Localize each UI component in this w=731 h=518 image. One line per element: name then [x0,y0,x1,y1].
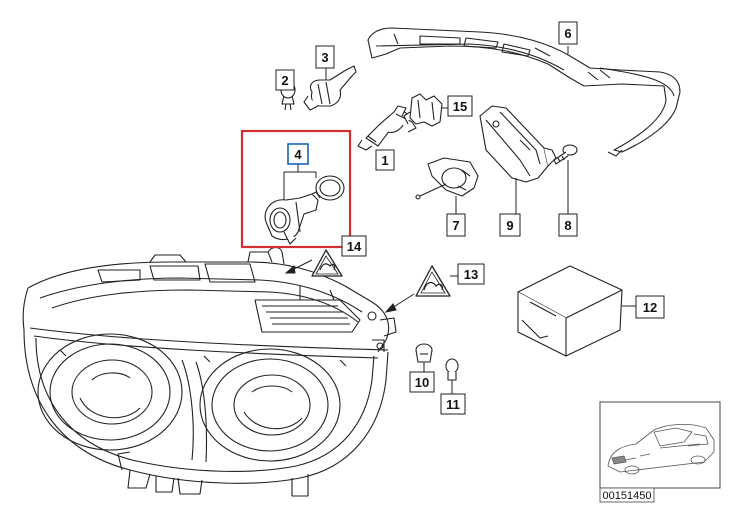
car-thumbnail [599,401,721,489]
clip-part-15 [403,93,443,127]
cover-strip-part-6 [367,27,681,157]
label-15-text: 15 [453,99,467,114]
igniter-part-7 [415,157,479,200]
label-8: 8 [558,213,578,237]
warning-triangle-part-13 [415,265,451,297]
label-8-text: 8 [564,218,571,233]
label-1: 1 [375,149,395,171]
bulb-part-11 [445,358,459,381]
xenon-bulb-part-1 [357,105,417,151]
label-10-text: 10 [415,375,429,390]
label-6-text: 6 [564,26,571,41]
label-3: 3 [315,45,335,69]
label-4-text: 4 [294,147,302,162]
label-14-text: 14 [347,239,362,254]
label-11-text: 11 [446,397,460,412]
label-13-text: 13 [464,267,478,282]
label-12-text: 12 [643,300,657,315]
label-6: 6 [558,21,578,45]
label-7-text: 7 [452,218,459,233]
label-11: 11 [440,393,466,415]
highlight-frame [240,129,352,249]
callout-bracket-4 [283,163,317,200]
label-4: 4 [287,143,309,165]
box-part-12 [517,265,623,357]
label-1-text: 1 [381,153,388,168]
label-15: 15 [447,95,473,117]
label-2-text: 2 [281,73,288,88]
label-7: 7 [446,213,466,237]
lamp-socket-part-4 [264,175,345,245]
socket-part-3 [303,65,357,111]
label-9: 9 [499,213,521,237]
label-3-text: 3 [321,50,328,65]
label-13: 13 [457,263,485,285]
label-12: 12 [635,295,665,319]
label-14: 14 [341,235,367,257]
ballast-bracket-part-9 [479,105,557,183]
screw-part-8 [553,144,578,165]
headlight-housing [22,246,397,497]
label-2: 2 [275,69,295,91]
reference-number-box: 00151450 [599,487,655,503]
pointer-arrows [284,259,415,313]
socket-part-10 [415,343,433,363]
reference-number: 00151450 [603,490,652,502]
label-9-text: 9 [506,218,513,233]
warning-triangle-part-14 [311,249,343,277]
label-10: 10 [409,371,435,393]
